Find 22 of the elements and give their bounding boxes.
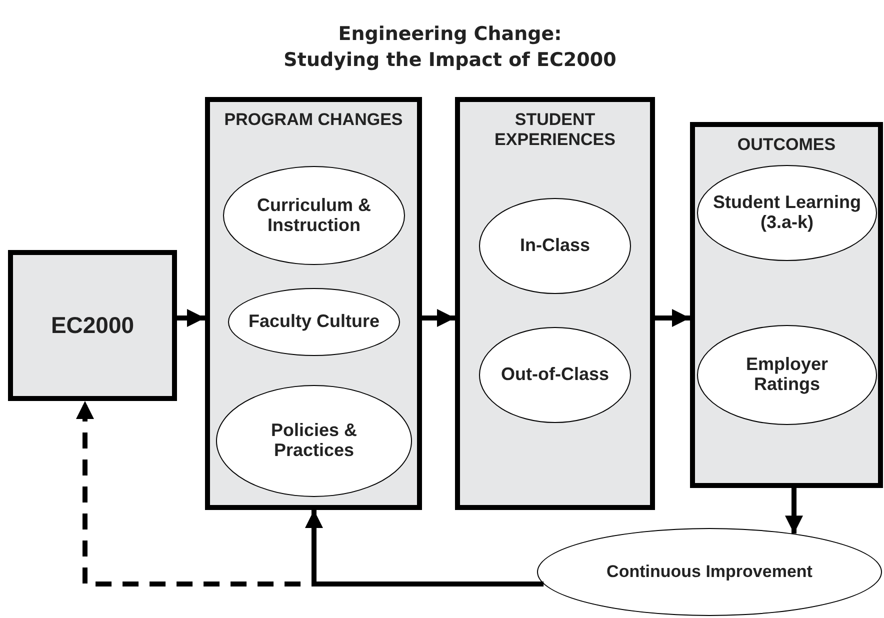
node-label: Employer Ratings: [744, 355, 830, 395]
arrow: [785, 488, 803, 534]
title: Engineering Change: Studying the Impact of EC2000: [282, 22, 618, 73]
node-label: Faculty Culture: [248, 312, 380, 332]
node-label: Out-of-Class: [501, 365, 609, 385]
section-heading: STUDENT EXPERIENCES: [494, 110, 616, 150]
node-label: Student Learning (3.a-k): [712, 193, 862, 233]
process-box: [205, 97, 422, 510]
node-label: Continuous Improvement: [606, 562, 812, 582]
section-heading: PROGRAM CHANGES: [223, 110, 404, 130]
section-heading: OUTCOMES: [736, 135, 837, 155]
node-label: In-Class: [520, 236, 590, 256]
arrow: [655, 309, 690, 327]
arrow: [422, 309, 455, 327]
node-label: Policies & Practices: [270, 421, 358, 461]
process-box: [8, 250, 177, 401]
node-label: Curriculum & Instruction: [256, 196, 372, 236]
process-box: [690, 122, 883, 488]
arrow: [305, 510, 544, 586]
node-label: EC2000: [50, 312, 134, 339]
process-box: [455, 97, 655, 510]
arrow: [177, 309, 205, 327]
